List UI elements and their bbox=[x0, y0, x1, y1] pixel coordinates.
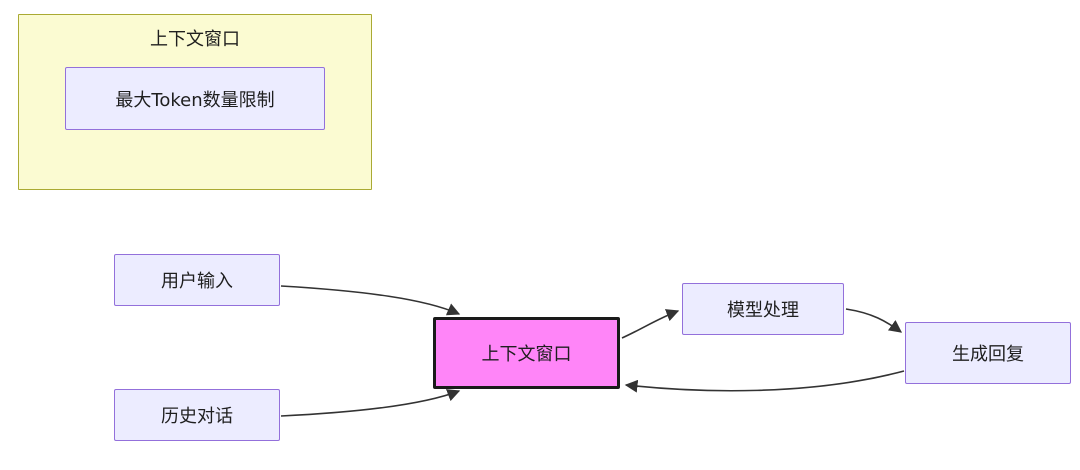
edge-user-input-to-context bbox=[280, 285, 461, 316]
node-context-window: 上下文窗口 bbox=[433, 317, 620, 389]
node-label: 上下文窗口 bbox=[481, 344, 572, 365]
node-model-process: 模型处理 bbox=[682, 283, 844, 335]
node-max-token-limit: 最大Token数量限制 bbox=[65, 67, 325, 130]
edge-context-to-model bbox=[621, 309, 680, 339]
cluster-title: 上下文窗口 bbox=[150, 29, 240, 50]
edge-reply-to-context bbox=[624, 370, 905, 393]
node-history-dialog: 历史对话 bbox=[114, 389, 280, 441]
node-user-input: 用户输入 bbox=[114, 254, 280, 306]
node-label: 生成回复 bbox=[952, 344, 1024, 365]
node-label: 用户输入 bbox=[161, 271, 233, 292]
edge-history-to-context bbox=[280, 389, 461, 417]
node-generate-reply: 生成回复 bbox=[905, 322, 1071, 384]
edge-model-to-reply bbox=[845, 308, 903, 333]
node-label: 模型处理 bbox=[727, 300, 799, 321]
node-label: 历史对话 bbox=[161, 406, 233, 427]
node-label: 最大Token数量限制 bbox=[115, 89, 275, 111]
